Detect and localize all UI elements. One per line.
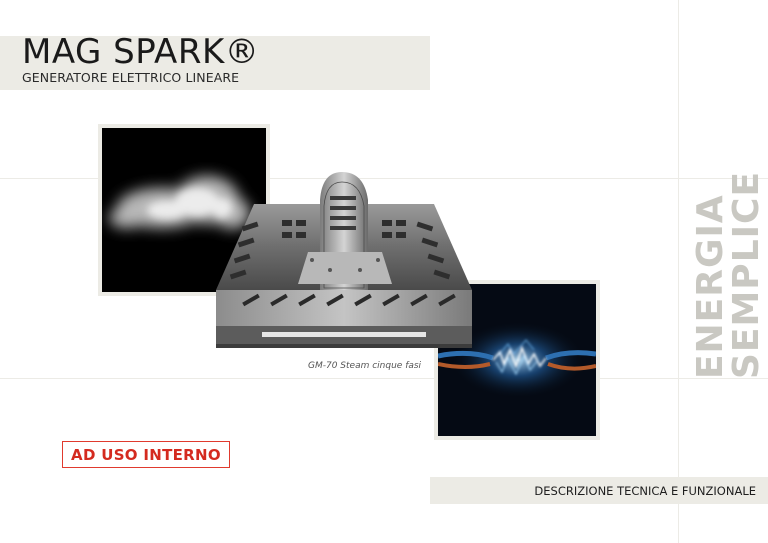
page-title: MAG SPARK® (22, 32, 260, 72)
footer-band (430, 477, 768, 504)
guide-line-vertical (678, 0, 679, 543)
generator-image (212, 160, 474, 360)
tagline-line-2: SEMPLICE (726, 170, 768, 380)
product-caption: GM-70 Steam cinque fasi (308, 361, 422, 371)
tagline-line-1: ENERGIA (690, 194, 732, 380)
page-subtitle: GENERATORE ELETTRICO LINEARE (22, 70, 240, 85)
guide-line-top (0, 178, 768, 179)
guide-line-bottom (0, 378, 768, 379)
steam-photo (102, 128, 266, 292)
title-band (0, 36, 430, 90)
side-tagline: ENERGIA SEMPLICE (690, 171, 768, 379)
internal-use-badge: AD USO INTERNO (62, 441, 230, 468)
footer-label: DESCRIZIONE TECNICA E FUNZIONALE (534, 483, 756, 498)
